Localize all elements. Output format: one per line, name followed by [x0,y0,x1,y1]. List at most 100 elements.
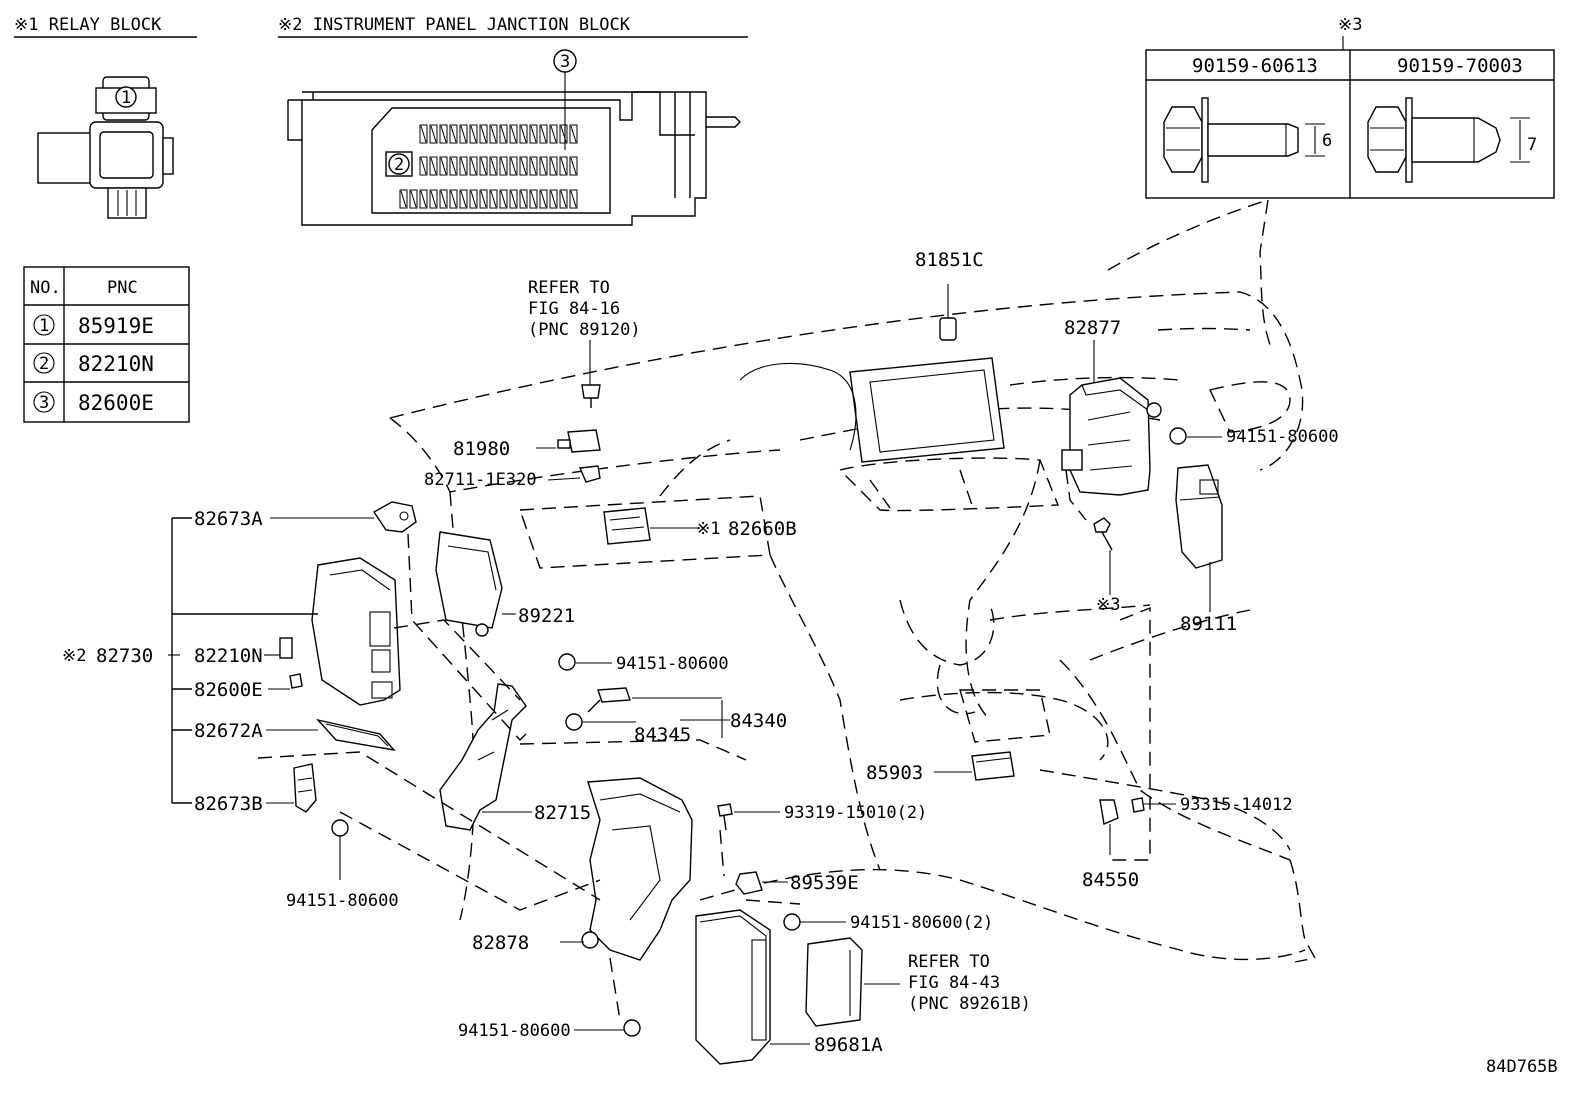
fuse-slot-mark [560,190,567,208]
callout-1-relay: 1 [115,86,137,108]
fuse-slot-mark [520,157,527,175]
fuse-slot-mark [540,125,547,143]
part-94151-2 [783,913,846,931]
part-82878 [581,777,693,961]
steering-column [739,362,857,451]
part-94151-left [331,819,349,880]
pnc-row-value: 82210N [78,352,154,376]
svg-text:3: 3 [560,52,570,72]
label-84345: 84345 [634,724,691,746]
fuse-slot [449,124,458,144]
fuse-slot [519,156,528,176]
part-93315 [1131,797,1176,813]
fuse-slot [499,124,508,144]
label-82660b-mark: ※1 [696,519,720,539]
label-93319-15010: 93319-15010(2) [784,803,927,823]
ref-89120-line3: (PNC 89120) [528,320,641,340]
part-82673b [293,763,317,813]
fuse-slot [429,189,438,209]
part-82210n [279,637,293,659]
fuse-slot [529,189,538,209]
relay-block-header: ※1 RELAY BLOCK [14,15,162,35]
label-94151-bot: 94151-80600 [458,1021,571,1041]
label-82730: 82730 [96,645,153,667]
fuse-slot [419,189,428,209]
label-ref3: ※3 [1096,595,1120,615]
pnc-row-value: 82600E [78,391,154,415]
pnc-table-col-no: NO. [30,278,61,298]
fuse-slot [469,124,478,144]
label-82711-1e320: 82711-1E320 [424,470,537,490]
fuse-slot [499,189,508,209]
junction-block-drawing [287,91,741,226]
part-81851c [939,284,957,341]
ref-89261b-line2: FIG 84-43 [908,973,1000,993]
label-81851c: 81851C [915,249,984,271]
fuse-slot [549,156,558,176]
fuse-slot-mark [480,190,487,208]
part-82715 [439,683,527,831]
fuse-slot [559,189,568,209]
part-81980 [557,429,601,453]
label-82600e: 82600E [194,679,263,701]
fuse-slot-mark [490,157,497,175]
label-82878: 82878 [472,932,529,954]
fuse-slot-mark [420,190,427,208]
callout-2-junction: 2 [385,151,413,177]
fuse-slot-mark [450,125,457,143]
callout-3-junction: 3 [553,49,577,150]
label-81980: 81980 [453,438,510,460]
fuse-slot-mark [510,125,517,143]
fuse-slot-mark [420,157,427,175]
part-89111 [1175,464,1223,612]
fuse-slot [569,189,578,209]
bolt-ref-header: ※3 [1338,15,1362,35]
fuse-slot-mark [540,157,547,175]
part-bolt-ref3 [1093,517,1113,595]
fuse-slot [479,156,488,176]
fuse-slot-mark [440,190,447,208]
fuse-slot [549,124,558,144]
fuse-slot [529,124,538,144]
ref-89120-line1: REFER TO [528,278,610,298]
fuse-slot [459,189,468,209]
part-screw-ref-89120 [581,340,601,408]
pnc-row-value: 85919E [78,314,154,338]
fuse-slot-mark [520,190,527,208]
fuse-slot [429,124,438,144]
fuse-slot [419,124,428,144]
fuse-slot-mark [440,125,447,143]
part-82600e [289,673,303,689]
part-82672a [316,718,396,752]
figure-code: 84D765B [1486,1057,1558,1077]
fuse-slot-mark [550,125,557,143]
fuse-slot-mark [500,190,507,208]
fuse-slot [559,124,568,144]
fuse-slot [519,189,528,209]
label-82660b: 82660B [728,518,797,540]
part-93319 [717,803,780,831]
label-82673b: 82673B [194,793,263,815]
fuse-slot-mark [470,125,477,143]
label-89681a: 89681A [814,1034,883,1056]
part-82673a [372,501,417,533]
pnc-table: NO. PNC 1 85919E 2 82210N 3 82600E [23,266,190,423]
fuse-slot [419,156,428,176]
fuse-slot-mark [570,157,577,175]
fuse-slot [519,124,528,144]
part-84550 [1099,799,1119,855]
label-82877: 82877 [1064,317,1121,339]
bolt-drawing-2: 7 [1367,97,1537,183]
label-82673a: 82673A [194,508,263,530]
label-84550: 84550 [1082,869,1139,891]
label-89539e: 89539E [790,872,859,894]
ref-89120-line2: FIG 84-16 [528,299,620,319]
part-82711-1e320 [578,465,601,483]
fuse-slot-mark [560,157,567,175]
fuse-slot [569,156,578,176]
label-82715: 82715 [534,802,591,824]
fuse-slot [449,189,458,209]
fuse-slot [549,189,558,209]
bolt-drawing-1: 6 [1163,97,1332,183]
part-89681a [695,909,771,1065]
